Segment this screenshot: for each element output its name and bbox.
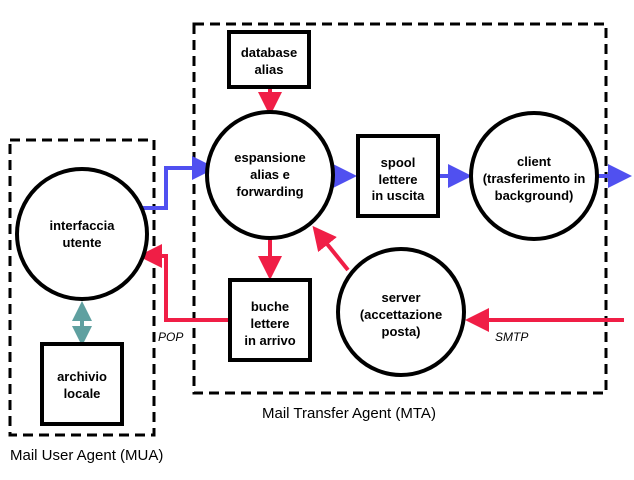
node-label: utente — [63, 235, 102, 250]
node-label: background) — [495, 188, 574, 203]
node-label: posta) — [382, 324, 421, 339]
node-label: lettere — [378, 172, 417, 187]
node-label: lettere — [250, 316, 289, 331]
flow-server-to-expansion — [312, 225, 350, 272]
node-interfaccia-utente: interfaccia utente — [15, 167, 149, 301]
node-label: alias — [255, 62, 284, 77]
node-label: database — [241, 45, 297, 60]
node-label: server — [381, 290, 420, 305]
group-label-mua: Mail User Agent (MUA) — [10, 447, 163, 464]
flow-pop-to-ui — [138, 244, 229, 322]
node-label: in arrivo — [244, 333, 295, 348]
node-label: spool — [381, 155, 416, 170]
group-label-mta: Mail Transfer Agent (MTA) — [262, 405, 436, 422]
node-espansione: espansione alias e forwarding — [205, 110, 335, 240]
node-label: locale — [64, 386, 101, 401]
protocol-label-pop: POP — [158, 330, 183, 344]
node-label: (accettazione — [360, 307, 442, 322]
node-archivio-locale: archivio locale — [40, 342, 124, 426]
mta-boundary — [192, 22, 608, 395]
flow-ui-to-expansion — [140, 156, 216, 210]
node-label: (trasferimento in — [483, 171, 586, 186]
node-database-alias: database alias — [227, 30, 311, 89]
node-label: client — [517, 154, 552, 169]
node-label: buche — [251, 299, 289, 314]
node-label: in uscita — [372, 188, 426, 203]
node-label: alias e — [250, 167, 290, 182]
node-spool-uscita: spool lettere in uscita — [356, 134, 440, 218]
node-server: server (accettazione posta) — [336, 247, 466, 377]
node-client: client (trasferimento in background) — [469, 111, 599, 241]
protocol-label-smtp: SMTP — [495, 330, 528, 344]
node-label: espansione — [234, 150, 306, 165]
node-buche-arrivo: buche lettere in arrivo — [228, 278, 312, 362]
node-label: forwarding — [236, 184, 303, 199]
node-label: archivio — [57, 369, 107, 384]
node-label: interfaccia — [49, 218, 115, 233]
mua-boundary — [8, 138, 156, 437]
